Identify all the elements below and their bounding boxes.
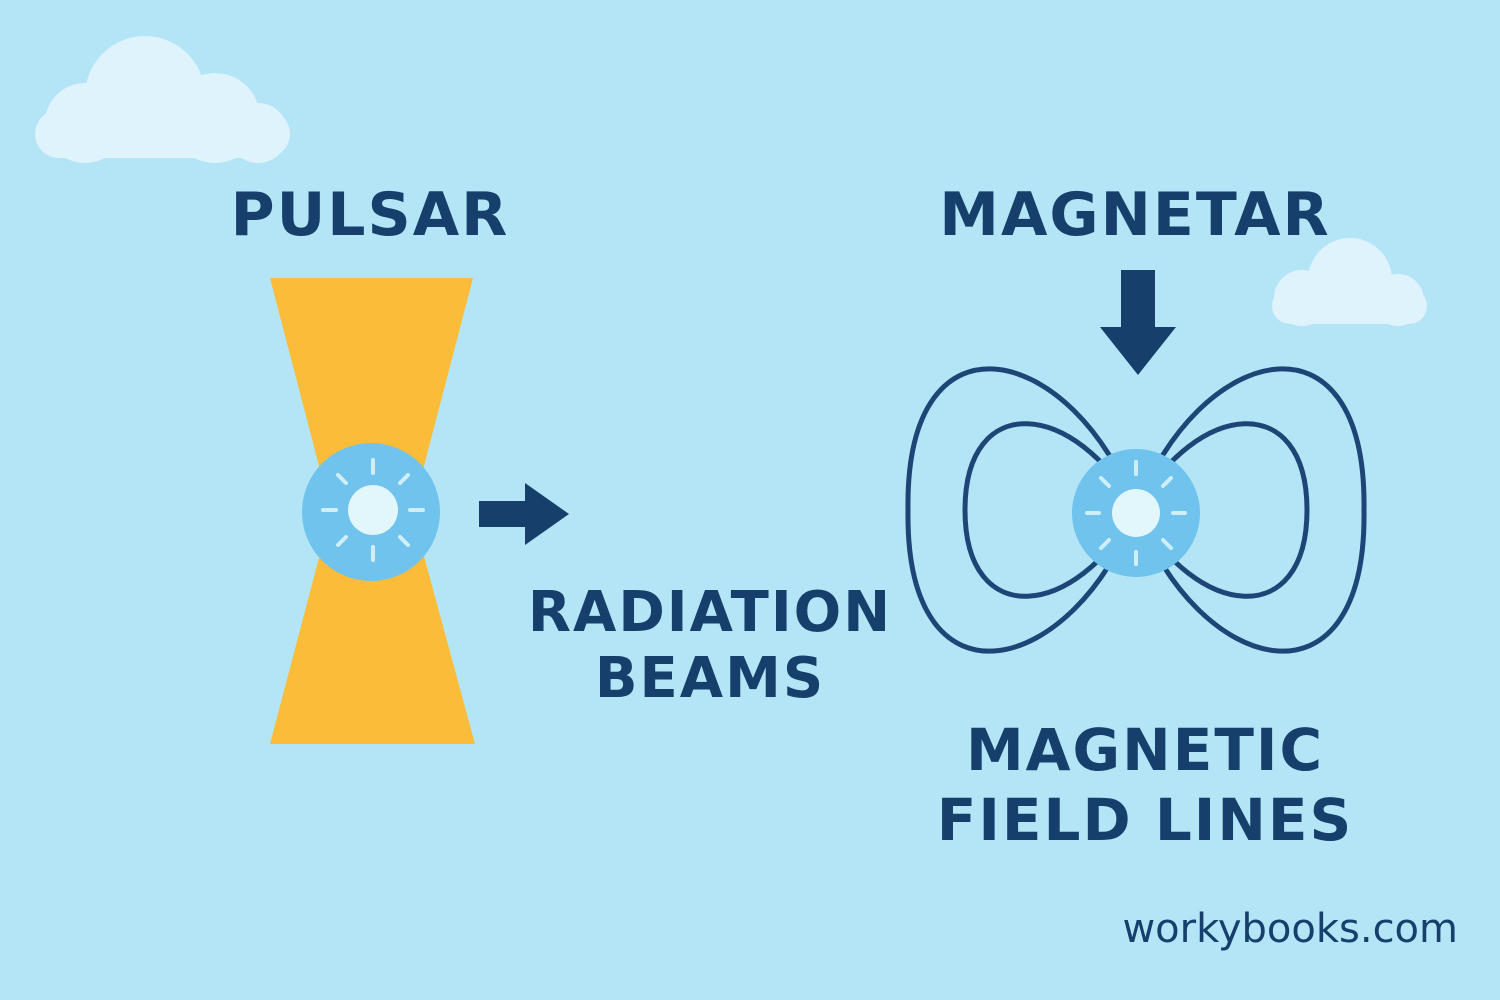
pulsar-title: PULSAR [230, 180, 510, 250]
radiation-beam-lower [270, 512, 475, 744]
magnetic-field-lines-label: MAGNETIC FIELD LINES [930, 715, 1360, 855]
radiation-beams-label: RADIATION BEAMS [520, 580, 900, 712]
site-watermark: workybooks.com [1122, 906, 1458, 952]
arrow-right-icon [479, 483, 569, 545]
radiation-beam-upper [270, 278, 473, 512]
magnetic-label-line: FIELD LINES [936, 786, 1354, 854]
pulsar-star-icon [302, 443, 440, 581]
magnetar-star-icon [1072, 449, 1200, 577]
magnetic-label-line: MAGNETIC [965, 716, 1325, 784]
magnetar-title: MAGNETAR [939, 180, 1331, 250]
cloud-icon [35, 36, 290, 163]
radiation-label-line: RADIATION [527, 580, 893, 645]
cloud-icon [1272, 238, 1427, 326]
radiation-label-line: BEAMS [594, 646, 826, 711]
arrow-down-icon [1100, 270, 1176, 375]
magnetic-field-lines [905, 366, 1367, 654]
